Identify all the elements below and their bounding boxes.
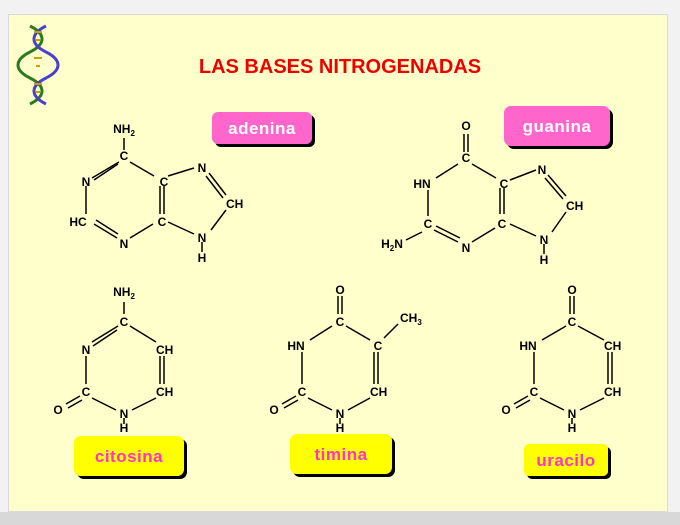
slide-background bbox=[8, 14, 668, 512]
atom-label: N bbox=[568, 407, 577, 421]
atom-label: C bbox=[374, 339, 383, 353]
atom-label: N bbox=[82, 175, 91, 189]
atom-label: O bbox=[461, 119, 470, 133]
atom-label: C bbox=[336, 315, 345, 329]
atom-label: C bbox=[298, 385, 307, 399]
atom-label: O bbox=[335, 283, 344, 297]
atom-label: N bbox=[82, 343, 91, 357]
guanine-structure: O C HN C N CH C C N N H2N H bbox=[381, 119, 583, 267]
atom-label: H bbox=[381, 237, 390, 251]
atom-label: HN bbox=[287, 339, 304, 353]
atom-label: N bbox=[120, 237, 129, 251]
atom-label: C bbox=[424, 217, 433, 231]
atom-label: HN bbox=[519, 339, 536, 353]
atom-label: NH bbox=[113, 285, 130, 299]
atom-label: CH bbox=[156, 385, 173, 399]
atom-label: CH bbox=[566, 199, 583, 213]
label-citosina-text: citosina bbox=[95, 447, 163, 466]
atom-label: HN bbox=[413, 177, 430, 191]
uracil-structure: O C HN CH C CH O N H bbox=[501, 283, 621, 435]
atom-label: CH bbox=[226, 197, 243, 211]
atom-label: N bbox=[120, 407, 129, 421]
atom-label: H bbox=[120, 421, 129, 435]
atom-label: CH bbox=[604, 385, 621, 399]
atom-subscript: 2 bbox=[130, 292, 135, 301]
dna-helix-icon bbox=[16, 24, 60, 106]
atom-label: N bbox=[198, 231, 207, 245]
label-uracilo-text: uracilo bbox=[536, 451, 595, 470]
svg-text:NH2: NH2 bbox=[113, 285, 135, 301]
svg-text:NH2: NH2 bbox=[113, 122, 135, 138]
atom-label: C bbox=[160, 175, 169, 189]
atom-label: N bbox=[462, 241, 471, 255]
adenine-structure: NH2 C N C N CH HC C N N H bbox=[69, 122, 243, 265]
atom-subscript: 3 bbox=[417, 318, 422, 327]
atom-label: CH bbox=[604, 339, 621, 353]
atom-label: CH bbox=[156, 343, 173, 357]
atom-label: C bbox=[120, 315, 129, 329]
atom-label: C bbox=[498, 217, 507, 231]
label-guanina-text: guanina bbox=[523, 117, 592, 136]
label-guanina: guanina bbox=[504, 106, 610, 146]
atom-label: NH bbox=[113, 122, 130, 136]
thymine-structure: O CH3 C HN C C CH O N H bbox=[269, 283, 422, 435]
svg-text:CH3: CH3 bbox=[400, 311, 422, 327]
atom-label: H bbox=[568, 421, 577, 435]
atom-label: H bbox=[198, 251, 207, 265]
atom-label: CH bbox=[370, 385, 387, 399]
atom-label: C bbox=[120, 149, 129, 163]
atom-label: N bbox=[198, 161, 207, 175]
svg-text:H2N: H2N bbox=[381, 237, 403, 253]
atom-subscript: 2 bbox=[130, 129, 135, 138]
label-timina-text: timina bbox=[314, 445, 367, 464]
atom-label: H bbox=[336, 421, 345, 435]
label-timina: timina bbox=[290, 434, 392, 474]
atom-label: H bbox=[540, 253, 549, 267]
atom-label: N bbox=[336, 407, 345, 421]
label-citosina: citosina bbox=[74, 436, 184, 476]
atom-label: HC bbox=[69, 215, 87, 229]
atom-label: O bbox=[53, 403, 62, 417]
atom-label: N bbox=[540, 233, 549, 247]
cytosine-structure: NH2 C N CH C CH O N H bbox=[53, 285, 173, 435]
atom-label: C bbox=[158, 215, 167, 229]
atom-subscript: 2 bbox=[390, 244, 395, 253]
atom-label: O bbox=[501, 403, 510, 417]
atom-label: C bbox=[82, 385, 91, 399]
bottom-scrollbar[interactable] bbox=[0, 512, 680, 525]
label-uracilo: uracilo bbox=[524, 444, 608, 476]
atom-label: CH bbox=[400, 311, 417, 325]
label-adenina-text: adenina bbox=[228, 119, 296, 138]
atom-label: N bbox=[394, 237, 403, 251]
atom-label: C bbox=[568, 315, 577, 329]
atom-label: O bbox=[567, 283, 576, 297]
atom-label: C bbox=[530, 385, 539, 399]
atom-label: O bbox=[269, 403, 278, 417]
atom-label: N bbox=[538, 163, 547, 177]
atom-label: C bbox=[462, 151, 471, 165]
atom-label: C bbox=[500, 177, 509, 191]
label-adenina: adenina bbox=[212, 112, 312, 144]
page-title: LAS BASES NITROGENADAS bbox=[199, 56, 481, 78]
